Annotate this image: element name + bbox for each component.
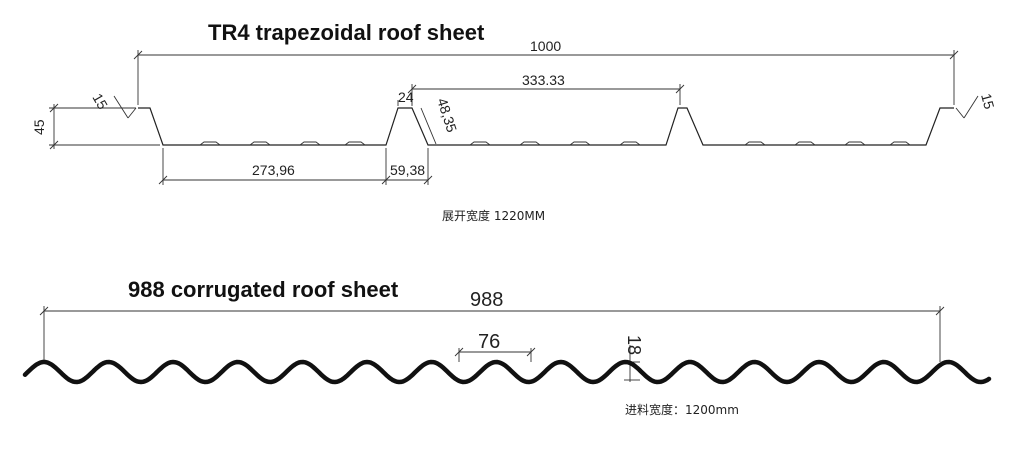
tr4-developed-width-note: 展开宽度 1220MM xyxy=(442,208,545,223)
tr4-flat-bottom-label: 273,96 xyxy=(252,162,295,178)
tr4-profile xyxy=(138,107,954,146)
corrugated-pitch-dimension: 76 xyxy=(454,331,536,362)
tr4-right-edge-dimension: 15 xyxy=(955,92,998,119)
tr4-rib-base-dimension: 59,38 xyxy=(386,148,433,185)
corrugated-feed-width-note: 进料宽度：1200mm xyxy=(625,402,739,417)
tr4-flat-bottom-dimension: 273,96 xyxy=(158,148,391,185)
tr4-rib-top-label: 24 xyxy=(398,89,414,105)
corrugated-depth-dimension: 18 xyxy=(624,335,644,382)
corrugated-profile xyxy=(22,359,992,385)
tr4-pan-stiffeners xyxy=(199,141,911,146)
corrugated-overall-width-dimension: 988 xyxy=(39,289,945,362)
tr4-rib-top-dimension: 24 xyxy=(397,89,414,106)
corrugated-title: 988 corrugated roof sheet xyxy=(128,277,399,302)
tr4-rib-side-label: 48,35 xyxy=(434,96,460,134)
tr4-section: TR4 trapezoidal roof sheet 1000 333.33 xyxy=(31,20,998,223)
tr4-right-edge-label: 15 xyxy=(978,92,998,111)
tr4-overall-width-label: 1000 xyxy=(530,38,561,54)
tr4-height-dimension: 45 xyxy=(31,103,160,150)
tr4-pitch-dimension: 333.33 xyxy=(407,72,685,105)
corrugated-section: 988 corrugated roof sheet 988 76 18 xyxy=(22,277,992,417)
tr4-height-label: 45 xyxy=(31,119,47,135)
tr4-rib-side-dimension: 48,35 xyxy=(420,96,460,145)
tr4-left-edge-dimension: 15 xyxy=(89,91,137,119)
tr4-pitch-label: 333.33 xyxy=(522,72,565,88)
corrugated-depth-label: 18 xyxy=(624,335,644,355)
corrugated-pitch-label: 76 xyxy=(478,331,500,353)
tr4-title: TR4 trapezoidal roof sheet xyxy=(208,20,485,45)
tr4-overall-width-dimension: 1000 xyxy=(133,38,959,105)
tr4-rib-base-label: 59,38 xyxy=(390,162,425,178)
corrugated-overall-width-label: 988 xyxy=(470,289,503,311)
tr4-left-edge-label: 15 xyxy=(89,91,111,113)
